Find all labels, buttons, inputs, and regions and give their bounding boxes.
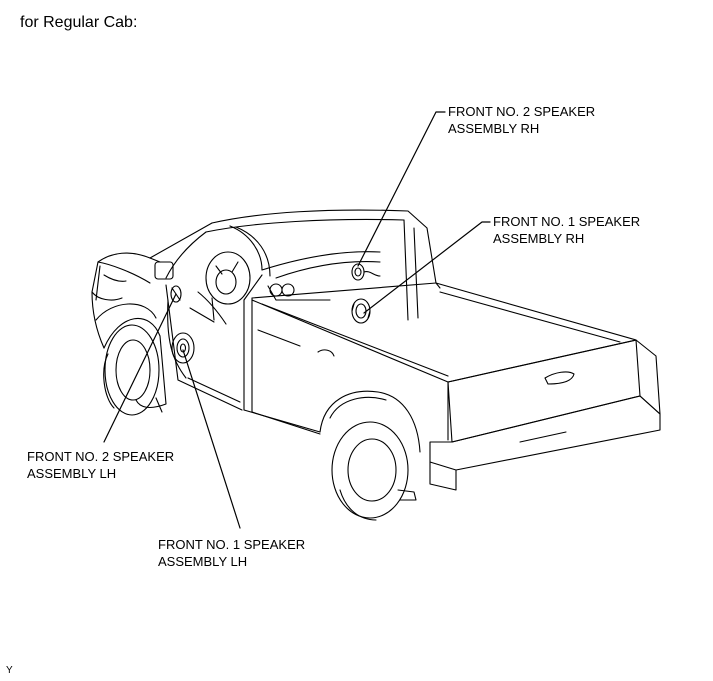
callout-line: ASSEMBLY LH: [27, 466, 117, 481]
callout-line: FRONT NO. 2 SPEAKER: [448, 104, 596, 119]
callout-front-no1-speaker-rh: FRONT NO. 1 SPEAKER ASSEMBLY RH: [493, 213, 640, 247]
truck-body: [92, 210, 660, 520]
callout-front-no1-speaker-lh: FRONT NO. 1 SPEAKER ASSEMBLY LH: [158, 536, 305, 570]
figure-code: Y: [6, 665, 13, 676]
front-no2-speaker-rh-shape: [352, 264, 380, 280]
leader-line-lh2: [104, 294, 176, 442]
front-no1-speaker-rh-shape: [352, 299, 370, 323]
leader-line-rh1: [364, 222, 490, 313]
callout-line: ASSEMBLY LH: [158, 554, 248, 569]
callout-front-no2-speaker-rh: FRONT NO. 2 SPEAKER ASSEMBLY RH: [448, 103, 595, 137]
callout-line: FRONT NO. 2 SPEAKER: [27, 449, 175, 464]
leader-line-rh2: [358, 112, 445, 266]
callout-line: FRONT NO. 1 SPEAKER: [158, 537, 306, 552]
callout-line: ASSEMBLY RH: [493, 231, 585, 246]
callout-front-no2-speaker-lh: FRONT NO. 2 SPEAKER ASSEMBLY LH: [27, 448, 174, 482]
front-no1-speaker-lh-shape: [172, 333, 194, 363]
callout-line: ASSEMBLY RH: [448, 121, 540, 136]
leader-line-lh1: [183, 350, 240, 528]
callout-line: FRONT NO. 1 SPEAKER: [493, 214, 641, 229]
leader-lines: [104, 112, 490, 528]
diagram-caption: for Regular Cab:: [20, 14, 138, 31]
